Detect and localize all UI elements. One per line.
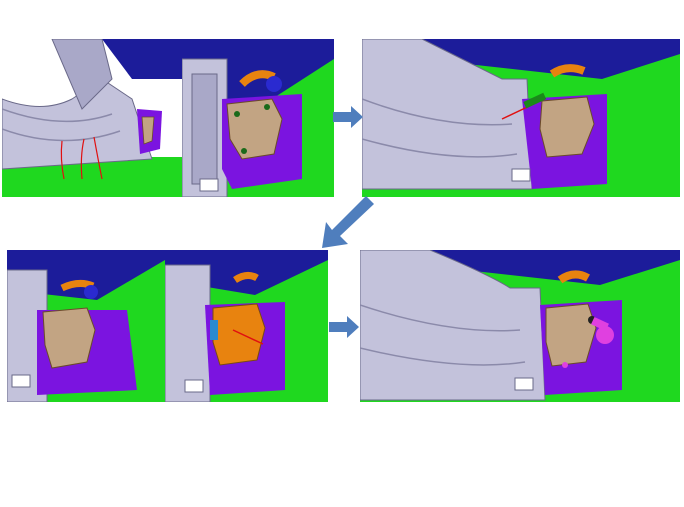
panel-bracket-closeup [182, 39, 334, 197]
panel-housing-tool [362, 39, 680, 197]
housing-pin-drawing [360, 250, 680, 402]
housing-tool-drawing [362, 39, 680, 197]
right-arrow-icon [333, 106, 363, 128]
housing-overview-drawing [2, 39, 182, 197]
panel-housing-pin [360, 250, 680, 402]
panel-bracket-view [7, 250, 165, 402]
plate-insertion-drawing [165, 250, 328, 402]
right-arrow-icon-2 [329, 316, 359, 338]
panel-housing-overview [2, 39, 182, 197]
bracket-view-drawing [7, 250, 165, 402]
bracket-closeup-drawing [182, 39, 334, 197]
down-left-arrow-icon [322, 196, 374, 248]
panel-plate-insertion [165, 250, 328, 402]
